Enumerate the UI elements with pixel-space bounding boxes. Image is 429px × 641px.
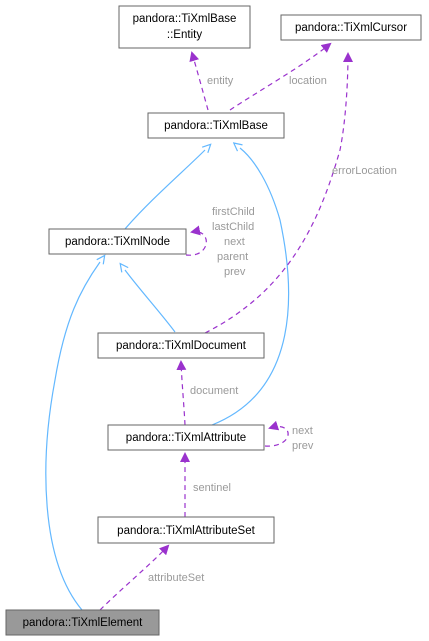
edge-label-location: location: [289, 75, 327, 87]
edge-label-attribute-prev: prev: [292, 440, 314, 452]
edge-label-node-next: next: [224, 236, 245, 248]
svg-text:pandora::TiXmlElement: pandora::TiXmlElement: [23, 617, 144, 629]
edge-error-location: [204, 52, 353, 334]
edge-label-node-parent: parent: [217, 251, 248, 263]
edge-label-node-prev: prev: [224, 266, 246, 278]
node-tixml-cursor[interactable]: pandora::TiXmlCursor: [280, 14, 422, 41]
edge-document-inherits-node: [125, 270, 176, 333]
edge-label-node-first-child: firstChild: [212, 206, 255, 218]
svg-text:pandora::TiXmlBase: pandora::TiXmlBase: [164, 120, 268, 132]
edge-node-inherits-base: [124, 150, 205, 230]
node-tixml-base[interactable]: pandora::TiXmlBase: [147, 112, 285, 139]
edge-label-entity: entity: [207, 75, 234, 87]
edge-attribute-self: [264, 420, 289, 447]
edge-location: [229, 42, 332, 111]
node-tixml-element[interactable]: pandora::TiXmlElement: [5, 609, 160, 636]
svg-text:pandora::TiXmlDocument: pandora::TiXmlDocument: [116, 340, 247, 352]
svg-text:pandora::TiXmlAttribute: pandora::TiXmlAttribute: [126, 432, 246, 444]
svg-text:pandora::TiXmlNode: pandora::TiXmlNode: [65, 236, 170, 248]
edge-attribute-inherits-base: [211, 148, 290, 426]
edge-node-self: [185, 225, 207, 256]
edge-label-sentinel: sentinel: [193, 482, 231, 494]
edge-label-document: document: [190, 385, 238, 397]
edge-entity: [189, 51, 209, 111]
node-tixml-node[interactable]: pandora::TiXmlNode: [48, 228, 187, 255]
svg-text:::Entity: ::Entity: [167, 29, 202, 41]
svg-text:pandora::TiXmlBase: pandora::TiXmlBase: [133, 13, 237, 25]
node-tixml-document[interactable]: pandora::TiXmlDocument: [97, 332, 265, 359]
edge-label-error-location: errorLocation: [332, 165, 397, 177]
svg-text:pandora::TiXmlAttributeSet: pandora::TiXmlAttributeSet: [117, 525, 255, 537]
edge-element-inherits-node: [45, 262, 100, 611]
node-tixml-attribute[interactable]: pandora::TiXmlAttribute: [107, 424, 265, 451]
svg-text:pandora::TiXmlCursor: pandora::TiXmlCursor: [295, 22, 407, 34]
node-tixml-attribute-set[interactable]: pandora::TiXmlAttributeSet: [97, 516, 275, 544]
edge-label-attribute-next: next: [292, 425, 313, 437]
edge-label-attribute-set: attributeSet: [148, 572, 204, 584]
edge-label-node-last-child: lastChild: [212, 221, 254, 233]
edge-document: [176, 360, 187, 426]
node-tixml-base-entity[interactable]: pandora::TiXmlBase ::Entity: [118, 5, 251, 49]
edge-attribute-set: [99, 544, 170, 611]
